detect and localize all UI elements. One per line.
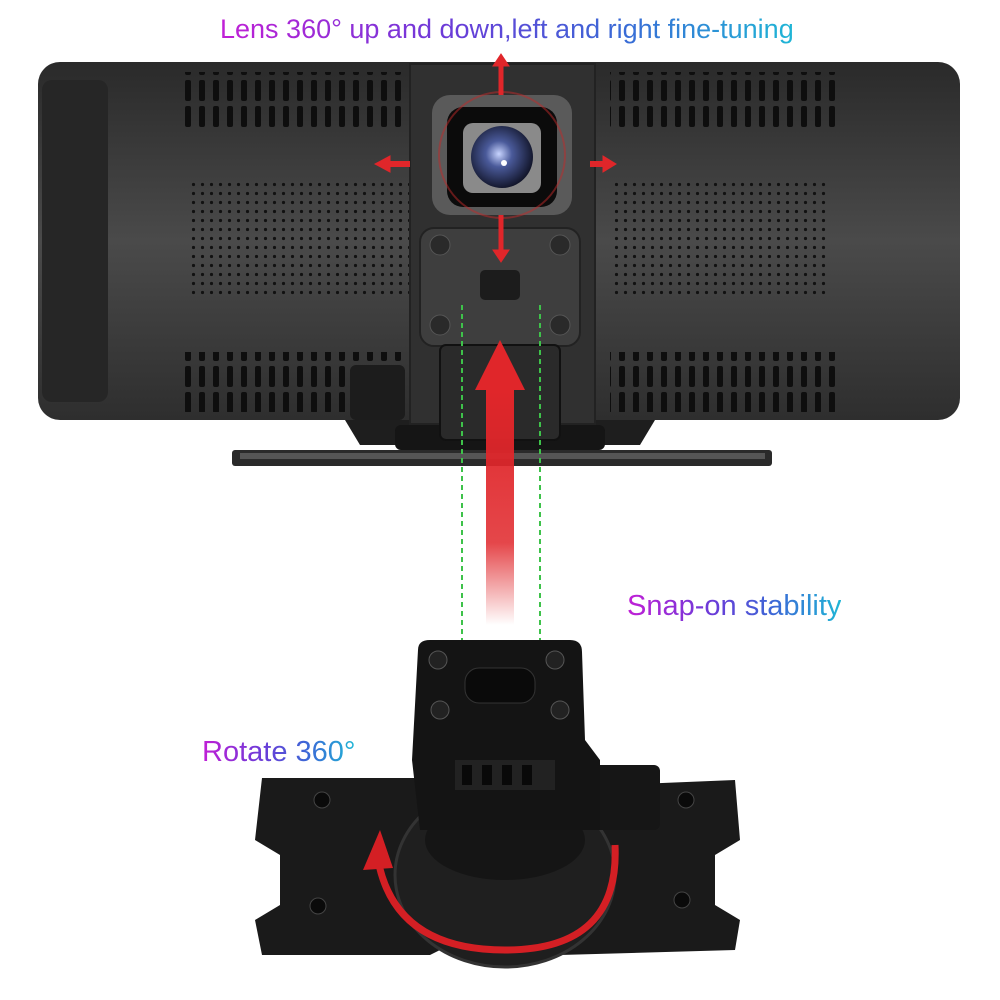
arrow-left-icon [373,155,391,173]
direction-arrows [373,53,617,263]
alignment-guides [461,305,541,650]
snap-on-arrow-icon [475,340,525,625]
camera-lens [471,126,533,188]
rotate-label: Rotate 360° [202,736,356,768]
snap-on-label: Snap-on stability [627,590,842,622]
lens-adjust-label: Lens 360° up and down,left and right fin… [220,14,794,44]
arrow-up-icon [492,53,510,67]
rotate-arrow-icon [363,830,619,954]
arrow-down-icon [492,249,510,263]
adhesive-mount-base [255,640,740,969]
arrow-right-icon [602,155,617,173]
